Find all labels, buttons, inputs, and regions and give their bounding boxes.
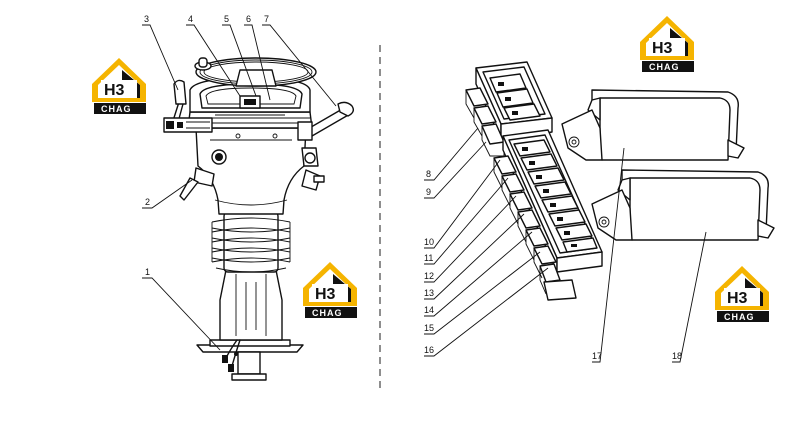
control-box-17 [561,89,745,161]
svg-text:CHAG: CHAG [649,62,680,72]
callout-8: 8 [426,169,431,179]
steering-column-drawing [163,57,355,381]
svg-text:H3: H3 [727,290,748,307]
callout-13: 13 [424,288,434,298]
brand-logo-top-right: H3 CHAG [640,16,694,72]
brand-logo-bottom-right: H3 CHAG [715,266,769,322]
callout-15: 15 [424,323,434,333]
callout-9: 9 [426,187,431,197]
svg-text:H3: H3 [315,286,336,303]
callout-5: 5 [224,14,229,24]
callout-7: 7 [264,14,269,24]
leader-lines [142,24,707,363]
small-switch-panel [465,61,553,157]
switch-panels-drawing [465,61,775,301]
callout-11: 11 [424,253,433,263]
svg-text:H3: H3 [652,40,673,57]
callout-labels: 1 2 3 4 5 6 7 8 9 10 11 12 13 14 15 16 1… [144,14,682,361]
svg-text:CHAG: CHAG [312,308,343,318]
callout-3: 3 [144,14,149,24]
callout-1: 1 [145,267,150,277]
callout-4: 4 [188,14,193,24]
callout-14: 14 [424,305,434,315]
callout-16: 16 [424,345,434,355]
svg-text:H3: H3 [104,82,125,99]
callout-18: 18 [672,351,682,361]
callout-6: 6 [246,14,251,24]
brand-logo-center: H3 CHAG [303,262,357,318]
callout-10: 10 [424,237,434,247]
callout-12: 12 [424,271,434,281]
callout-2: 2 [145,197,150,207]
control-box-18 [591,169,775,241]
svg-text:CHAG: CHAG [724,312,755,322]
brand-logo-left: H3 CHAG [92,58,146,114]
callout-17: 17 [592,351,602,361]
svg-text:CHAG: CHAG [101,104,132,114]
